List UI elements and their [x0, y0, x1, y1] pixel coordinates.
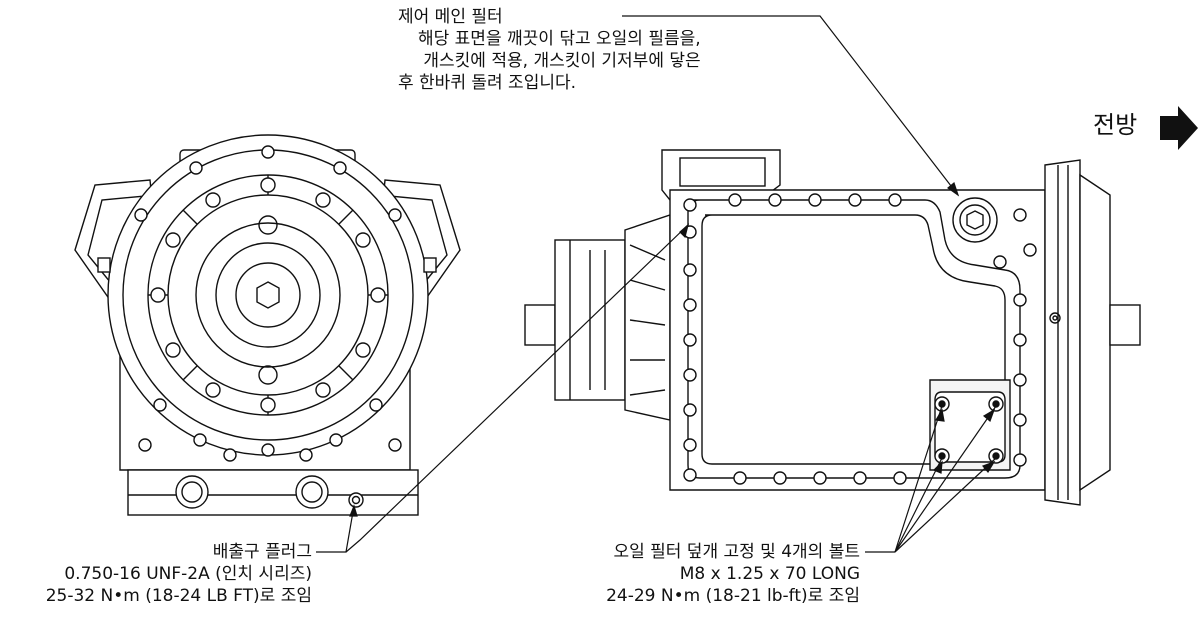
drain-callout-line1: 배출구 플러그 — [212, 542, 312, 562]
forward-arrow-icon — [1160, 106, 1198, 150]
oil-filter-bolts-callout: 오일 필터 덮개 고정 및 4개의 볼트 M8 x 1.25 x 70 LONG… — [520, 541, 860, 607]
filter-callout-title: 제어 메인 필터 — [398, 7, 503, 27]
transmission-end-view — [74, 134, 461, 516]
transmission-side-view — [524, 149, 1141, 506]
bolt-callout-line3: 24-29 N•m (18-21 lb-ft)로 조임 — [606, 586, 860, 606]
filter-callout-line3: 후 한바퀴 돌려 조입니다. — [398, 73, 577, 93]
filter-callout-line1: 해당 표면을 깨끗이 닦고 오일의 필름을, — [417, 29, 701, 49]
drain-plug-callout: 배출구 플러그 0.750-16 UNF-2A (인치 시리즈) 25-32 N… — [22, 541, 312, 607]
bolt-callout-line1: 오일 필터 덮개 고정 및 4개의 볼트 — [613, 542, 860, 562]
bolt-callout-line2: M8 x 1.25 x 70 LONG — [679, 564, 860, 584]
filter-callout-line2: 개스킷에 적용, 개스킷이 기저부에 닿은 — [423, 51, 701, 71]
drain-callout-line3: 25-32 N•m (18-24 LB FT)로 조임 — [45, 586, 312, 606]
leader-lines — [316, 15, 997, 553]
control-main-filter-callout: 제어 메인 필터 해당 표면을 깨끗이 닦고 오일의 필름을, 개스킷에 적용,… — [398, 6, 701, 94]
forward-direction-label: 전방 — [1093, 111, 1138, 139]
drain-plug — [348, 492, 364, 508]
drain-callout-line2: 0.750-16 UNF-2A (인치 시리즈) — [64, 564, 312, 584]
